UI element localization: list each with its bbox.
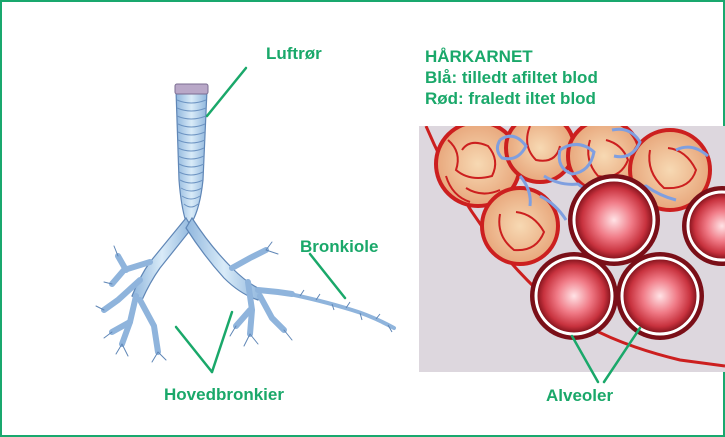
label-main-bronchi: Hovedbronkier	[164, 385, 284, 405]
label-alveoli: Alveoler	[546, 386, 613, 406]
bronchiole-twigs	[300, 290, 392, 332]
main-bronchi-pointer-right	[212, 312, 232, 372]
bronchiole-pointer	[310, 254, 345, 298]
label-bronchiole: Bronkiole	[300, 237, 378, 257]
trachea-top	[175, 84, 208, 94]
bronchial-tree	[96, 84, 394, 362]
trachea-pointer	[207, 68, 246, 116]
alveoli-panel	[419, 114, 725, 372]
label-trachea: Luftrør	[266, 44, 322, 64]
main-bronchi-pointer-left	[176, 327, 212, 372]
capillary-title: HÅRKARNET	[425, 46, 598, 67]
bronchiole-shape	[280, 292, 394, 328]
capillary-blue-note: Blå: tilledt afiltet blod	[425, 67, 598, 88]
left-main-bronchus	[132, 218, 192, 300]
capillary-red-note: Rød: fraledt iltet blod	[425, 88, 598, 109]
capillary-legend: HÅRKARNET Blå: tilledt afiltet blod Rød:…	[425, 46, 598, 109]
